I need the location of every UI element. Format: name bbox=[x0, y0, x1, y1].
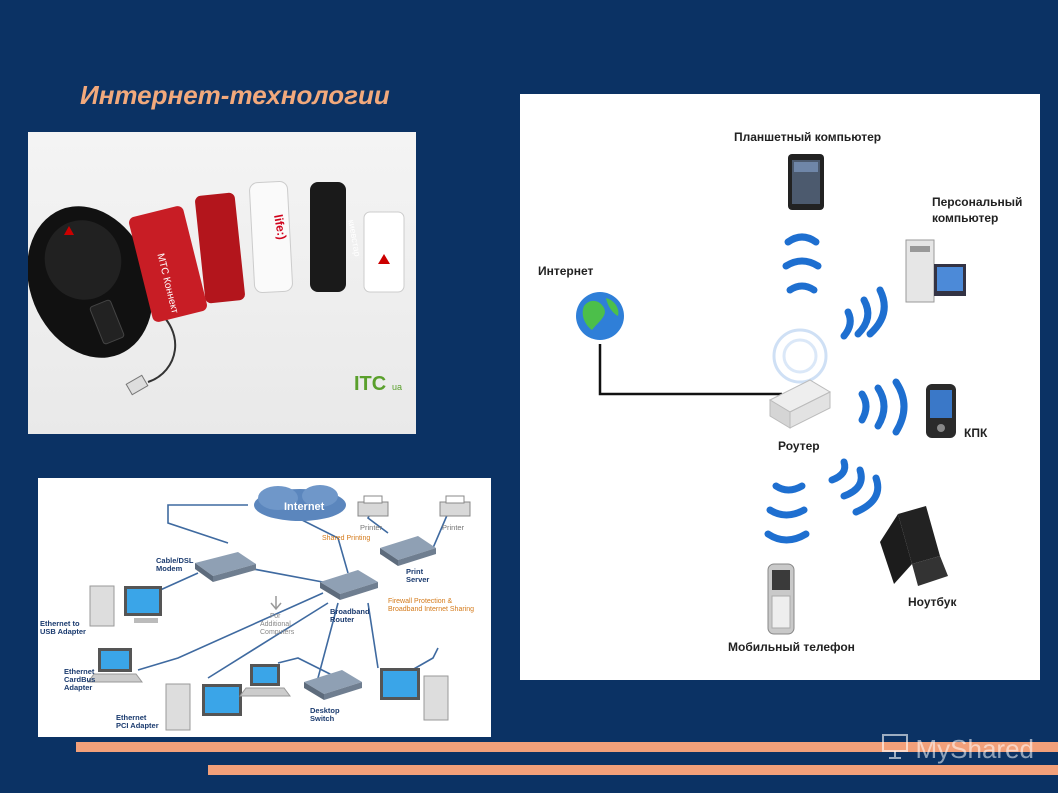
printer-2-label: Printer bbox=[442, 523, 465, 532]
router-label: Роутер bbox=[778, 439, 820, 453]
wifi-waves-down bbox=[764, 482, 810, 544]
wifi-waves-up bbox=[782, 233, 822, 294]
desktop-switch-icon bbox=[304, 670, 362, 700]
decorative-stripe-bottom bbox=[208, 765, 1058, 775]
cable-modem-label-2: Modem bbox=[156, 564, 183, 573]
wifi-waves-laptop bbox=[828, 458, 882, 516]
globe-icon bbox=[576, 292, 624, 340]
lan-internet-label: Internet bbox=[284, 501, 325, 513]
eth-pci-label-1: Ethernet bbox=[116, 713, 147, 722]
tablet-label: Планшетный компьютер bbox=[734, 130, 881, 144]
lan-network-diagram: Internet Cable/DSL Modem Broadband Route… bbox=[38, 478, 491, 737]
white-modem bbox=[363, 211, 405, 293]
tablet-icon bbox=[788, 154, 824, 210]
laptop-icon bbox=[87, 648, 143, 683]
wifi-waves-pda bbox=[858, 378, 908, 436]
slide-title: Интернет-технологии bbox=[80, 80, 390, 110]
internet-cloud-icon bbox=[254, 485, 346, 521]
eth-pci-label-2: PCI Adapter bbox=[116, 721, 159, 730]
laptop-icon bbox=[880, 506, 948, 586]
eth-usb-label-2: USB Adapter bbox=[40, 627, 86, 636]
mts-modem-1: МТС Коннект bbox=[129, 206, 207, 322]
broadband-router-icon bbox=[320, 570, 378, 600]
wifi-diagram-svg: Интернет Роутер bbox=[538, 130, 1022, 654]
router-label-1: Broadband bbox=[330, 607, 370, 616]
laptop-label: Ноутбук bbox=[908, 595, 957, 609]
pc-label-2: компьютер bbox=[932, 211, 998, 225]
additional-label-1: For bbox=[270, 613, 281, 620]
print-server-label-2: Server bbox=[406, 575, 429, 584]
wifi-network-diagram: Интернет Роутер bbox=[520, 94, 1040, 680]
wifi-internet-label: Интернет bbox=[538, 264, 594, 278]
shared-printing-label: Shared Printing bbox=[322, 535, 370, 542]
pc-label-1: Персональный bbox=[932, 195, 1022, 209]
printer-icon bbox=[439, 495, 471, 517]
eth-usb-label-1: Ethernet to bbox=[40, 619, 80, 628]
desktop-computer-icon bbox=[380, 668, 449, 721]
firewall-label-1: Firewall Protection & bbox=[388, 598, 453, 605]
itc-logo: ITC bbox=[354, 373, 386, 395]
print-server-icon bbox=[380, 536, 436, 566]
additional-label-3: Computers bbox=[260, 629, 295, 636]
cable-modem-label-1: Cable/DSL bbox=[156, 556, 194, 565]
switch-label-1: Desktop bbox=[310, 706, 340, 715]
kyivstar-modem: киевстар bbox=[310, 182, 363, 292]
usb-modems-illustration: МТС Коннект life:) киевстар ITC ua bbox=[28, 180, 405, 396]
eth-cardbus-label-3: Adapter bbox=[64, 683, 92, 692]
pda-icon bbox=[926, 384, 956, 438]
switch-label-2: Switch bbox=[310, 714, 335, 723]
phone-label: Мобильный телефон bbox=[728, 640, 855, 654]
lan-diagram-svg: Internet Cable/DSL Modem Broadband Route… bbox=[40, 485, 474, 731]
laptop-icon bbox=[239, 664, 291, 697]
desktop-computer-icon bbox=[89, 585, 162, 627]
wifi-waves-pc bbox=[840, 286, 888, 340]
wifi-router-icon bbox=[768, 328, 832, 429]
additional-label-2: Additional bbox=[260, 621, 291, 628]
svg-text:life:): life:) bbox=[271, 213, 289, 240]
decorative-stripe-top bbox=[76, 742, 1058, 752]
watermark-text: MyShared bbox=[915, 734, 1035, 764]
router-label-2: Router bbox=[330, 615, 354, 624]
eth-cardbus-label-1: Ethernet bbox=[64, 667, 95, 676]
mobile-phone-icon bbox=[767, 563, 795, 635]
cable-modem-icon bbox=[195, 552, 256, 582]
mobile-router-device bbox=[28, 206, 177, 396]
firewall-label-2: Broadband Internet Sharing bbox=[388, 606, 474, 613]
presentation-icon bbox=[880, 731, 910, 768]
life-modem: life:) bbox=[249, 180, 293, 294]
print-server-label-1: Print bbox=[406, 567, 424, 576]
internet-cable-line bbox=[598, 344, 782, 396]
mts-modem-2 bbox=[195, 192, 245, 304]
down-arrow-icon bbox=[270, 596, 282, 611]
itc-logo-sub: ua bbox=[392, 382, 402, 392]
eth-cardbus-label-2: CardBus bbox=[64, 675, 95, 684]
usb-modems-photo: МТС Коннект life:) киевстар ITC ua bbox=[28, 132, 416, 434]
pda-label: КПК bbox=[964, 426, 988, 440]
lan-cables bbox=[137, 504, 449, 689]
printer-icon bbox=[357, 495, 389, 517]
printer-1-label: Printer bbox=[360, 523, 383, 532]
desktop-computer-icon bbox=[165, 683, 242, 731]
svg-text:киевстар: киевстар bbox=[346, 219, 362, 257]
watermark: MyShared bbox=[880, 731, 1035, 768]
personal-computer-icon bbox=[905, 239, 966, 303]
